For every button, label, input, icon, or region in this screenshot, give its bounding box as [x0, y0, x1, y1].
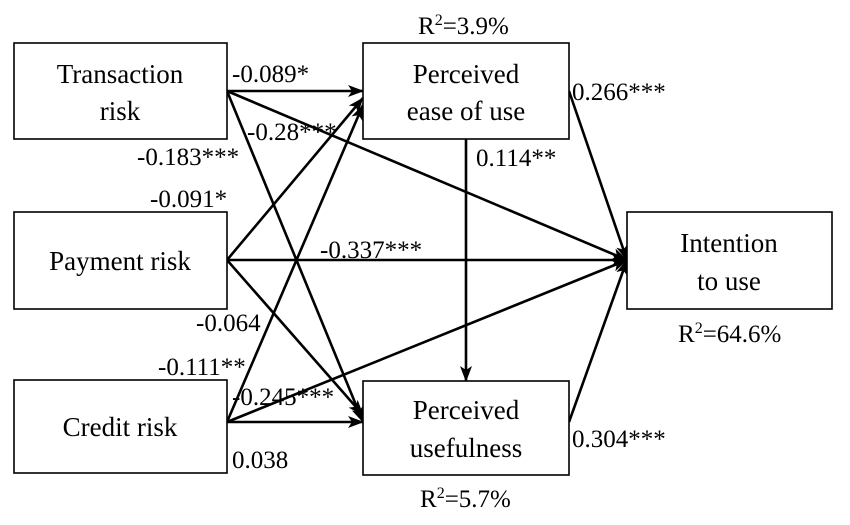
node-intention-to-use: Intention to use [626, 211, 833, 310]
coef-usefulness-intention: 0.304*** [572, 426, 666, 453]
node-credit-risk: Credit risk [13, 379, 228, 474]
coef-ease-intention: 0.266*** [572, 79, 666, 106]
arrow-usefulness-to-intention [567, 259, 629, 423]
node-payment-risk: Payment risk [13, 211, 228, 310]
arrow-payment-to-usefulness [226, 259, 364, 416]
arrow-credit-to-intention [226, 258, 628, 424]
coef-credit-intention: -0.245*** [232, 384, 334, 411]
node-perceived-ease-of-use: Perceived ease of use [362, 42, 570, 140]
node-ease-line-2: ease of use [407, 96, 525, 126]
path-coefficients: -0.089* -0.28*** -0.183*** -0.091* -0.33… [137, 61, 666, 474]
node-perceived-usefulness: Perceived usefulness [362, 380, 570, 476]
node-transaction-risk-line-2: risk [100, 96, 141, 126]
node-payment-risk-line-1: Payment risk [49, 246, 191, 276]
coef-credit-ease: -0.111** [158, 354, 246, 381]
coef-ease-usefulness: 0.114** [476, 145, 556, 172]
arrow-transaction-to-intention [226, 89, 628, 262]
coef-transaction-ease: -0.089* [232, 61, 309, 88]
r2-ease-of-use: R2=3.9% [418, 12, 509, 40]
node-usefulness-line-1: Perceived [413, 395, 520, 425]
coef-credit-usefulness: 0.038 [232, 447, 288, 474]
arrow-payment-to-ease [226, 97, 364, 261]
node-transaction-risk-line-1: Transaction [57, 59, 184, 89]
arrow-credit-to-ease [225, 104, 365, 423]
r2-intention: R2=64.6% [678, 320, 781, 348]
r2-usefulness: R2=5.7% [420, 485, 511, 513]
coef-transaction-usefulness: -0.183*** [137, 144, 239, 171]
node-ease-line-1: Perceived [413, 59, 520, 89]
coef-payment-intention: -0.337*** [320, 237, 422, 264]
node-intention-line-2: to use [697, 266, 761, 296]
coef-payment-usefulness: -0.064 [196, 310, 261, 337]
node-usefulness-line-2: usefulness [410, 433, 522, 463]
coef-transaction-intention: -0.28*** [247, 119, 337, 146]
node-credit-risk-line-1: Credit risk [63, 412, 178, 442]
arrow-ease-to-intention [567, 90, 629, 261]
coef-payment-ease: -0.091* [150, 186, 227, 213]
arrow-transaction-to-usefulness [225, 90, 365, 423]
node-transaction-risk: Transaction risk [13, 42, 228, 140]
path-arrows [225, 85, 629, 428]
node-intention-line-1: Intention [680, 228, 778, 258]
